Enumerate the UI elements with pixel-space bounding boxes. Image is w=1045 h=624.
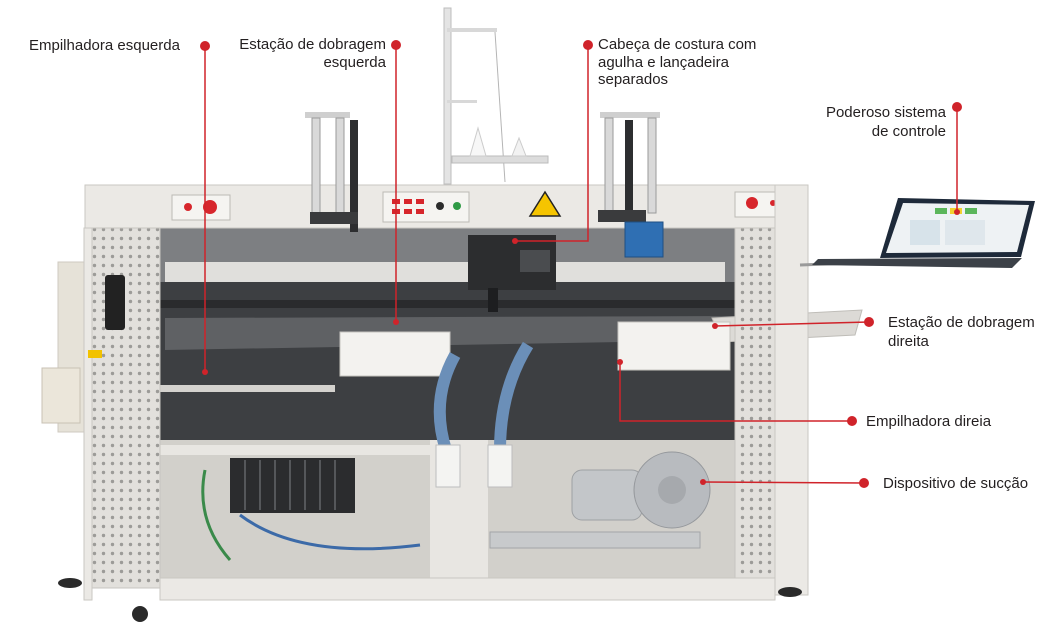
left-frame-post [83, 227, 93, 601]
callout-end-sewing-head [512, 238, 518, 244]
junction-box [41, 367, 81, 424]
callout-dot-right-folding-station [864, 317, 874, 327]
label-right-stacker: Empilhadora direia [866, 413, 991, 431]
suction-hoses [433, 341, 534, 488]
label-line: Estação de dobragem [239, 36, 386, 53]
label-control-system: Poderoso sistema de controle [786, 103, 946, 141]
valve-manifold [201, 458, 421, 561]
label-line: separados [598, 71, 669, 88]
callout-end-control-system [954, 209, 960, 215]
callout-lines [200, 40, 962, 488]
callout-dot-suction-device [859, 478, 869, 488]
label-line: de controle [871, 123, 946, 140]
label-line: Poderoso sistema [825, 104, 946, 121]
label-left-stacker: Empilhadora esquerda [29, 37, 180, 55]
label-left-folding-station: Estação de dobragem esquerda [200, 36, 386, 72]
callout-line-right-stacker [619, 362, 852, 422]
control-laptop [799, 198, 1035, 268]
label-line: Cabeça de costura com [598, 36, 757, 53]
suction-pipe [489, 531, 701, 549]
callout-line-sewing-head [515, 45, 589, 242]
right-pneumatic-cylinders [598, 112, 660, 222]
label-suction-device-text: Dispositivo de sucção [883, 475, 1029, 492]
left-folding-station [339, 331, 451, 377]
label-suction-device: Dispositivo de sucção [883, 475, 1028, 493]
servo-motor [624, 221, 664, 258]
callout-end-right-stacker [617, 359, 623, 365]
thread-stand [443, 7, 549, 185]
bottom-rail [159, 577, 776, 601]
label-right-folding-station: Estação de dobragem direita [888, 313, 1035, 351]
callout-dot-left-stacker [200, 41, 210, 51]
callout-end-suction-device [700, 479, 706, 485]
suction-blower [571, 451, 711, 529]
warning-sign [528, 190, 562, 217]
air-filter-regulator [88, 275, 125, 358]
sewing-head [468, 235, 556, 312]
label-line: direita [888, 333, 929, 350]
left-pneumatic-cylinders [305, 112, 358, 232]
callout-dot-control-system [952, 102, 962, 112]
label-right-stacker-text: Empilhadora direia [866, 413, 992, 430]
label-line: Estação de dobragem [888, 314, 1035, 331]
right-folding-station [617, 321, 731, 371]
callout-line-right-folding-station [714, 321, 870, 327]
machine-feet [58, 578, 802, 622]
right-side-panel [734, 227, 778, 587]
callout-dot-left-folding-station [391, 40, 401, 50]
callout-line-suction-device [702, 481, 865, 484]
callout-dot-sewing-head [583, 40, 593, 50]
callout-end-left-stacker [202, 369, 208, 375]
right-frame-post [774, 184, 809, 596]
callout-end-left-folding-station [393, 319, 399, 325]
label-sewing-head: Cabeça de costura com agulha e lançadeir… [598, 36, 756, 89]
label-line: agulha e lançadeira [598, 53, 729, 71]
machine-top-beam [84, 184, 809, 229]
label-left-stacker-text: Empilhadora esquerda [29, 37, 180, 54]
callout-dot-right-stacker [847, 416, 857, 426]
callout-end-right-folding-station [712, 323, 718, 329]
label-line: esquerda [323, 54, 386, 71]
